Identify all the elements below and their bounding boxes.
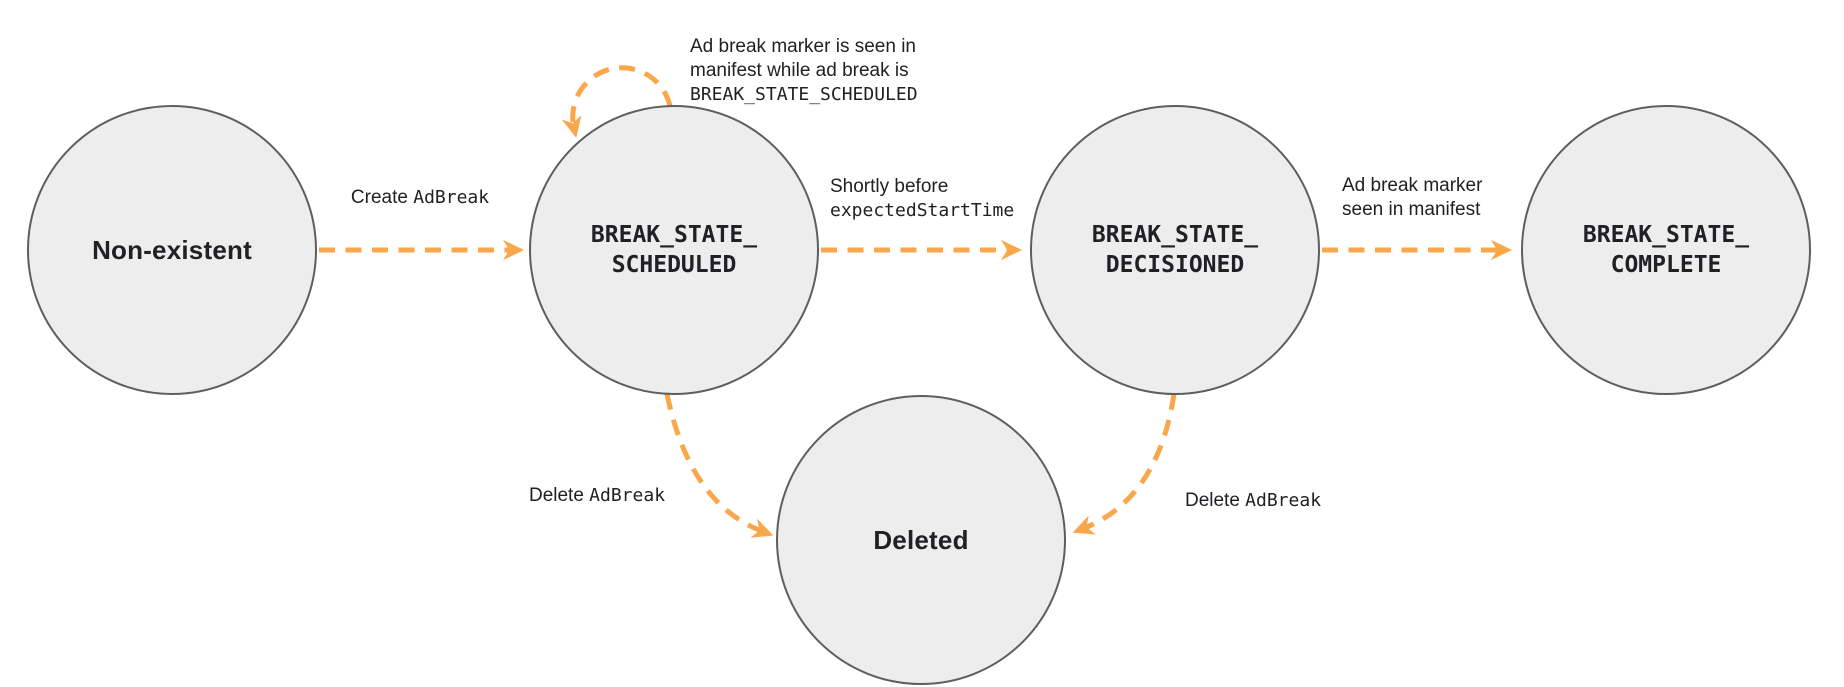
edge-label-text: Delete <box>528 485 584 506</box>
edge-label-code-line: BREAK_STATE_SCHEDULED <box>690 84 918 105</box>
state-label: Deleted <box>873 524 969 555</box>
edge-label-code: AdBreak <box>589 485 666 506</box>
state-node-deleted: Deleted <box>776 395 1066 685</box>
edge-label-text: Delete <box>1184 490 1240 511</box>
edge-label-line1: Shortly before <box>830 176 949 197</box>
state-label-line1: BREAK_STATE_ <box>1091 222 1259 248</box>
state-label-line1: BREAK_STATE_ <box>590 222 758 248</box>
edge-label-line2: seen in manifest <box>1342 199 1481 220</box>
edge-label-self-loop: Ad break marker is seen in manifest whil… <box>690 35 918 107</box>
edge-label-text: Create <box>350 187 408 208</box>
edge-delete-from-scheduled-arrow <box>664 393 774 538</box>
state-label-line1: BREAK_STATE_ <box>1582 222 1750 248</box>
edge-label-shortly-before: Shortly before expectedStartTime <box>830 175 1014 223</box>
edge-delete-from-decisioned-arrow <box>1072 393 1177 535</box>
state-node-break-state-scheduled: BREAK_STATE_ SCHEDULED <box>529 105 819 395</box>
state-node-non-existent: Non-existent <box>27 105 317 395</box>
edge-label-create-adbreak: Create AdBreak <box>351 186 489 210</box>
state-label-line2: COMPLETE <box>1610 252 1722 278</box>
state-label-line2: DECISIONED <box>1105 252 1245 278</box>
state-label-line2: SCHEDULED <box>611 252 737 278</box>
edge-label-code-line: expectedStartTime <box>830 200 1015 221</box>
state-label: Non-existent <box>92 234 252 265</box>
edge-label-code: AdBreak <box>413 187 490 208</box>
edge-label-line2: manifest while ad break is <box>690 60 909 81</box>
edge-label-delete-adbreak-left: Delete AdBreak <box>529 484 665 508</box>
edge-label-marker-seen: Ad break marker seen in manifest <box>1342 174 1482 222</box>
state-node-break-state-decisioned: BREAK_STATE_ DECISIONED <box>1030 105 1320 395</box>
edge-label-delete-adbreak-right: Delete AdBreak <box>1185 489 1321 513</box>
edge-label-code: AdBreak <box>1245 490 1322 511</box>
edge-label-line1: Ad break marker <box>1342 175 1483 196</box>
edge-label-line1: Ad break marker is seen in <box>690 36 916 57</box>
state-node-break-state-complete: BREAK_STATE_ COMPLETE <box>1521 105 1811 395</box>
